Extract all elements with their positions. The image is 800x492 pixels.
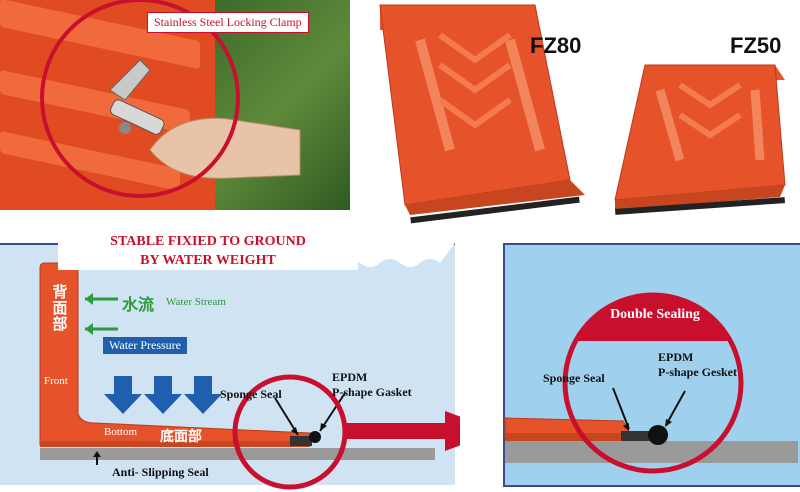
zoom-epdm-label: EPDM	[658, 350, 694, 364]
clamp-illustration	[40, 0, 301, 198]
zoom-sponge-seal-label: Sponge Seal	[543, 371, 605, 385]
bottom-label-cn: 底面部	[160, 428, 202, 444]
diagram-title-line2: BY WATER WEIGHT	[140, 253, 276, 268]
double-sealing-label: Double Sealing	[610, 307, 700, 322]
water-pressure-label: Water Pressure	[103, 337, 188, 354]
water-weight-graphics	[39, 243, 460, 490]
water-stream-arrows	[85, 293, 118, 335]
water-stream-cn-label: 水流	[122, 297, 155, 314]
fz50-barrier	[614, 64, 786, 215]
fz80-barrier	[379, 4, 585, 224]
back-label-cn: 背面部	[52, 284, 68, 333]
double-sealing-graphics	[504, 292, 798, 474]
epdm-label: EPDM	[332, 370, 368, 384]
model-label-fz50: FZ50	[730, 33, 782, 58]
clamp-photo: Stainless Steel Locking Clamp	[0, 0, 350, 210]
sponge-seal-label: Sponge Seal	[220, 387, 282, 401]
front-label: Front	[44, 375, 68, 387]
anti-slip-label: Anti- Slipping Seal	[112, 465, 209, 479]
diagram-title: STABLE FIXIED TO GROUND BY WATER WEIGHT	[58, 232, 358, 270]
water-stream-label: Water Stream	[166, 296, 226, 308]
products-illustration	[379, 4, 786, 224]
clamp-label: Stainless Steel Locking Clamp	[147, 12, 309, 33]
bottom-label: Bottom	[104, 426, 138, 438]
model-label-fz80: FZ80	[530, 33, 582, 58]
diagram-title-line1: STABLE FIXIED TO GROUND	[110, 234, 306, 249]
gasket-label: P-shape Gasket	[332, 385, 412, 399]
water-pressure-arrows	[104, 376, 222, 414]
zoom-gasket-label: P-shape Gesket	[658, 365, 737, 379]
